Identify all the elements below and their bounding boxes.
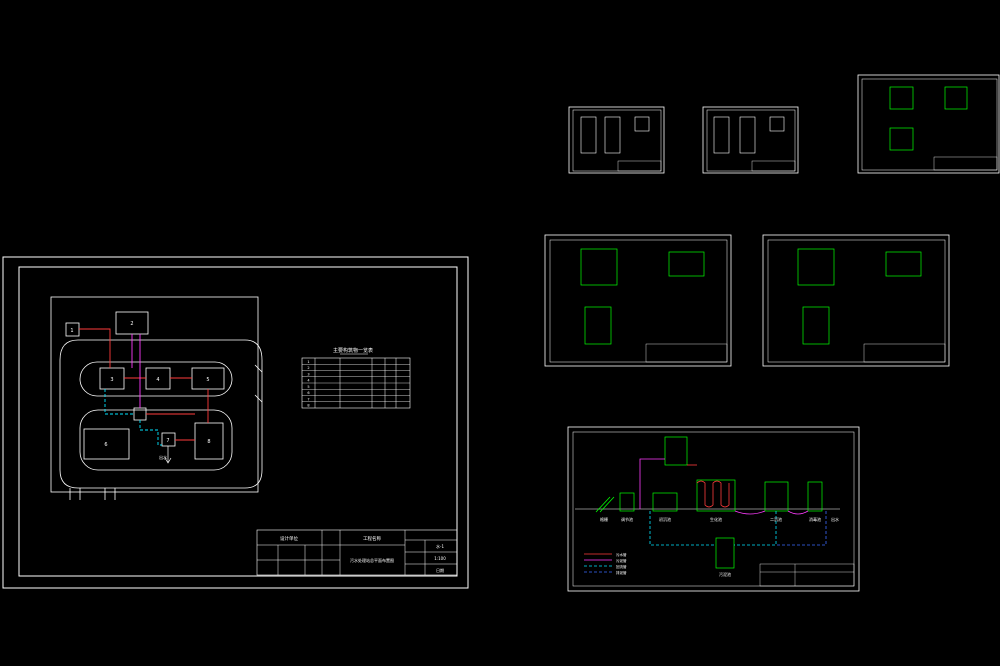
pf-stage-label: 出水 (831, 516, 839, 522)
unit-label-7: 7 (166, 438, 169, 444)
detail-sheet-5[interactable] (762, 234, 950, 367)
road-island-upper (79, 361, 233, 397)
legend-row-number: 4 (307, 379, 310, 383)
pf-tank-regulating[interactable] (619, 492, 635, 512)
unit-label-8: 8 (207, 439, 210, 445)
pf-legend-label: 回流管 (616, 564, 627, 569)
unit-7[interactable] (161, 432, 176, 447)
pf-tank-elevated[interactable] (664, 436, 688, 466)
unit-1[interactable] (65, 322, 80, 337)
pf-legend-label: 排泥管 (616, 570, 627, 575)
pf-legend-label: 污水管 (616, 552, 627, 557)
road-island-lower (79, 409, 233, 471)
ring-road-outer (59, 339, 263, 489)
legend-row-number: 3 (307, 372, 309, 376)
legend-row-number: 6 (307, 391, 309, 395)
pf-tank-primary[interactable] (652, 492, 678, 512)
tb-scale: 1:100 (434, 556, 446, 561)
detail-sheet-2[interactable] (702, 106, 799, 174)
structures-legend-table[interactable]: 主要构筑物一览表 1 2 3 4 5 6 7 8 (301, 347, 411, 409)
legend-row-number: 1 (307, 360, 309, 364)
unit-label-6: 6 (104, 442, 107, 448)
pf-title-block (759, 563, 855, 587)
outlet-label: 出水 (159, 454, 167, 460)
title-block-main[interactable]: 设计单位 工程名称 污水处理站总平面布置图 水-1 1:100 日期 (256, 529, 458, 576)
unit-label-3: 3 (110, 377, 113, 383)
unit-4[interactable] (145, 367, 171, 390)
pf-legend-label: 污泥管 (616, 558, 627, 563)
unit-label-4: 4 (156, 377, 159, 383)
pf-sludge-label: 污泥池 (719, 571, 731, 577)
pf-stage-label: 二沉池 (770, 516, 782, 522)
legend-row-number: 7 (307, 397, 309, 401)
legend-row-number: 2 (307, 366, 309, 370)
detail-sheet-1[interactable] (568, 106, 665, 174)
unit-6[interactable] (83, 428, 130, 460)
detail-sheet-3[interactable] (857, 74, 1000, 174)
site-boundary (50, 296, 259, 493)
process-pipelines (639, 458, 827, 546)
pf-stage-label: 格栅 (600, 516, 608, 522)
unit-label-1: 1 (70, 328, 73, 334)
unit-8[interactable] (194, 422, 224, 460)
pf-stage-label: 生化池 (710, 516, 722, 522)
pf-stage-label: 初沉池 (659, 516, 671, 522)
legend-row-number: 8 (307, 404, 309, 408)
pf-stage-label: 调节池 (621, 516, 633, 522)
unit-label-5: 5 (206, 377, 209, 383)
pf-tank-disinfect[interactable] (807, 481, 823, 512)
unit-label-2: 2 (130, 321, 133, 327)
pf-tank-sludge[interactable] (715, 537, 735, 569)
tb-date: 日期 (436, 567, 444, 573)
legend-table-title: 主要构筑物一览表 (333, 347, 373, 354)
tb-project: 工程名称 (363, 535, 381, 542)
tb-drawing-no: 水-1 (436, 543, 444, 549)
pf-tank-secondary[interactable] (764, 481, 789, 512)
site-plan-sheet[interactable]: 1 2 3 4 5 6 7 8 出水 主要构筑物一览表 (2, 256, 469, 589)
tb-company: 设计单位 (280, 535, 298, 542)
site-pipelines (79, 328, 209, 464)
tb-drawing-title: 污水处理站总平面布置图 (350, 557, 394, 563)
unit-3[interactable] (99, 367, 125, 390)
legend-row-number: 5 (307, 385, 309, 389)
pf-tank-bio[interactable] (696, 479, 736, 512)
detail-sheet-4[interactable] (544, 234, 732, 367)
pf-stage-label: 消毒池 (809, 516, 821, 522)
